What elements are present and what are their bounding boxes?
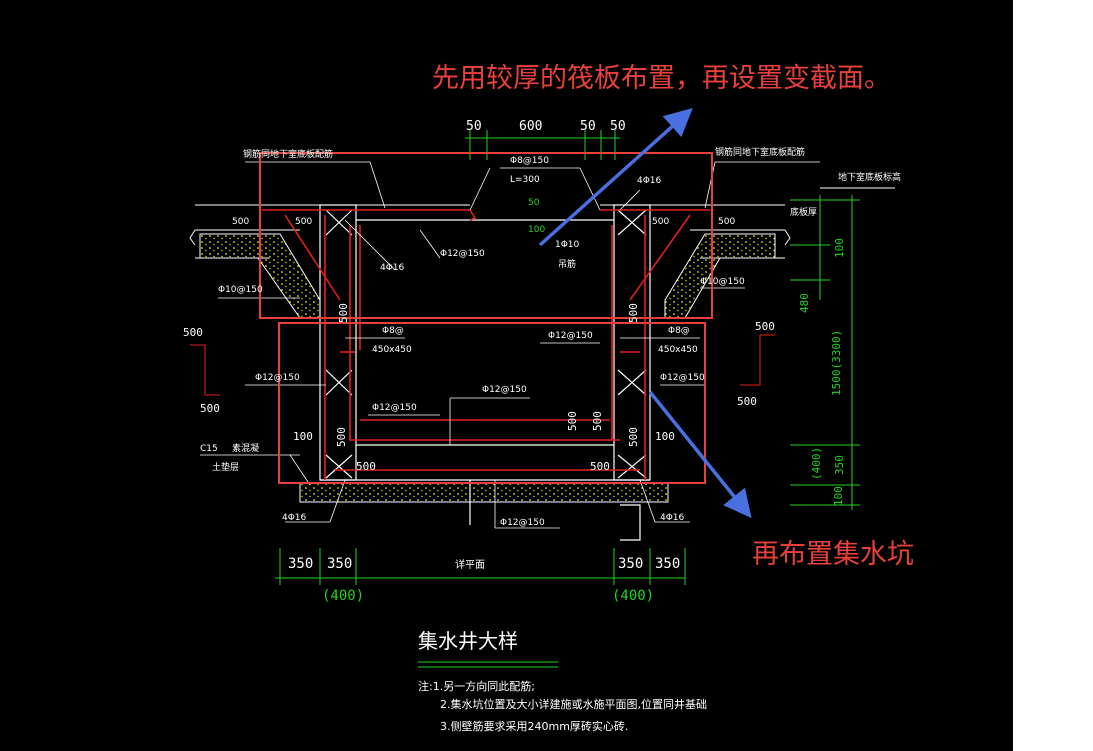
label-b100-l: 100 (293, 430, 313, 443)
label-floor-thick: 底板厚 (790, 206, 817, 218)
dim-plan: 详平面 (455, 558, 485, 571)
label-r350: 350 (833, 455, 846, 475)
bottom-dimension (275, 548, 686, 585)
label-phi8-150: Φ8@150 (510, 156, 549, 166)
label-450-a: 450x450 (372, 345, 412, 355)
label-b500-l: 500 (356, 460, 376, 473)
raft-region-box (259, 152, 713, 319)
label-v500-c: 500 (755, 320, 775, 333)
label-v500-f: 500 (627, 303, 640, 323)
label-r1500: 1500(3300) (830, 330, 843, 396)
label-500-d: 500 (718, 217, 735, 227)
label-4phi16-d: 4Φ16 (660, 513, 685, 523)
label-450-b: 450x450 (658, 345, 698, 355)
label-r400: (400) (810, 447, 823, 480)
label-s500-r2: 500 (627, 427, 640, 447)
label-rebar-right: 钢筋同地下室底板配筋 (715, 146, 805, 158)
top-dim-50a: 50 (466, 119, 482, 134)
drawing-title: 集水井大样 (418, 629, 518, 653)
label-r100: 100 (833, 238, 846, 258)
label-b100-r: 100 (655, 430, 675, 443)
label-v500-d: 500 (737, 395, 757, 408)
soil-hatch (199, 233, 776, 503)
label-v500-e: 500 (337, 303, 350, 323)
arrow-up (538, 107, 693, 247)
label-phi12-150-h: Φ12@150 (500, 518, 545, 528)
label-4phi16-top: 4Φ16 (637, 176, 662, 186)
label-v500-a: 500 (183, 326, 203, 339)
dim-350-2: 350 (327, 556, 352, 572)
label-phi8-a: Φ8@ (382, 326, 404, 336)
label-4phi16-c: 4Φ16 (282, 513, 307, 523)
label-r480: 480 (798, 293, 811, 313)
label-1phi10: 1Φ10 (555, 240, 580, 250)
dim-350-4: 350 (655, 556, 680, 572)
top-dimension (465, 130, 620, 160)
label-plain-concrete: 素混凝 (232, 442, 259, 454)
note-2: 2.集水坑位置及大小详建施或水施平面图,位置同井基础 (440, 697, 707, 711)
label-l300: L=300 (510, 175, 540, 185)
dim-350-1: 350 (288, 556, 313, 572)
annotation-bottom: 再布置集水坑 (752, 539, 914, 570)
label-s500-r1: 500 (335, 427, 348, 447)
label-phi10-150-b: Φ10@150 (700, 277, 745, 287)
label-4phi16-b: 4Φ16 (380, 263, 405, 273)
top-dim-50b: 50 (580, 119, 596, 134)
label-c15: C15 (200, 444, 218, 454)
right-margin (1013, 0, 1093, 751)
label-phi12-150-e: Φ12@150 (482, 385, 527, 395)
dim-350-3: 350 (618, 556, 643, 572)
label-500-c: 500 (652, 217, 669, 227)
dim-400-r: (400) (612, 588, 654, 604)
note-1: 注:1.另一方向同此配筋; (418, 679, 535, 693)
label-phi12-150-d: Φ12@150 (660, 373, 705, 383)
leaders (200, 161, 820, 529)
label-s500-l1: 500 (566, 411, 579, 431)
label-phi8-b: Φ8@ (668, 326, 690, 336)
label-phi12-150-b: Φ12@150 (548, 331, 593, 341)
note-3: 3.侧壁筋要求采用240mm厚砖实心砖. (440, 719, 628, 733)
label-500-b: 500 (295, 217, 312, 227)
label-floor-level: 地下室底板标高 (838, 171, 901, 183)
rebar-red (262, 209, 710, 480)
label-b500-r: 500 (590, 460, 610, 473)
label-v500-b: 500 (200, 402, 220, 415)
label-d50: 50 (528, 198, 540, 208)
label-d100: 100 (528, 225, 545, 235)
label-soil: 土垫层 (212, 461, 239, 473)
title-underline (418, 661, 558, 668)
top-dim-600: 600 (519, 119, 542, 134)
label-rebar-left: 钢筋同地下室底板配筋 (243, 148, 333, 160)
sump-region-box (278, 322, 706, 484)
right-dimension (790, 195, 860, 510)
label-s500-l2: 500 (591, 411, 604, 431)
label-phi12-150-a: Φ12@150 (440, 249, 485, 259)
label-phi10-150-a: Φ10@150 (218, 285, 263, 295)
label-hang: 吊筋 (558, 258, 576, 270)
label-phi12-150-f: Φ12@150 (372, 403, 417, 413)
pit-structure (319, 204, 651, 541)
label-r100b: 100 (832, 486, 845, 506)
dim-400-l: (400) (322, 588, 364, 604)
arrow-down (648, 390, 752, 519)
label-phi12-150-c: Φ12@150 (255, 373, 300, 383)
section-marks (190, 334, 775, 396)
top-dim-50c: 50 (610, 119, 626, 134)
annotation-top: 先用较厚的筏板布置，再设置变截面。 (432, 63, 891, 94)
label-500-a: 500 (232, 217, 249, 227)
